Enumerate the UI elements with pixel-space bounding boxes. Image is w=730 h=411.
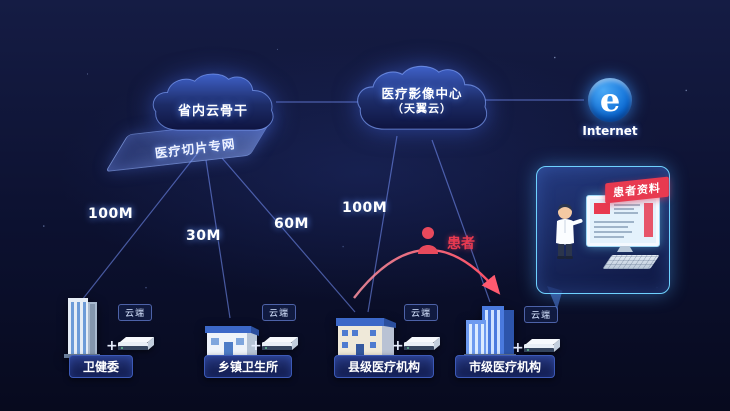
doctor-icon — [556, 204, 583, 259]
site-township-clinic: + 云端 乡镇卫生所 — [183, 296, 313, 378]
cloud-shape — [152, 73, 274, 131]
site-label-township: 乡镇卫生所 — [203, 355, 293, 378]
link-plane-weijianwei — [81, 149, 201, 301]
router-icon — [262, 337, 298, 350]
monitor-stand — [617, 246, 633, 252]
cloud-terminal-tag: 云端 — [404, 304, 439, 321]
cloud-imaging-center: 医疗影像中心 （天翼云） — [352, 64, 492, 138]
bandwidth-label-30m-township: 30M — [186, 228, 221, 244]
internet-e-glyph: e — [599, 81, 621, 119]
link-cloud2-county — [367, 135, 398, 313]
link-plane-county — [221, 157, 356, 313]
link-cloud2-city — [431, 139, 491, 303]
router-icon — [118, 337, 154, 350]
screen-red-block — [594, 203, 610, 214]
screen-text-line — [614, 204, 640, 206]
link-plane-township — [205, 159, 231, 319]
building-icon-county — [336, 318, 396, 356]
monitor-screen — [590, 199, 656, 243]
building-icon-township — [205, 326, 259, 356]
screen-text-line — [594, 231, 632, 233]
bandwidth-label-100m-city: 100M — [342, 200, 388, 216]
plus-sign: + — [392, 338, 404, 354]
cloud-terminal-tag: 云端 — [524, 306, 559, 323]
screen-text-line — [614, 208, 634, 210]
site-weijianwei: + 云端 卫健委 — [36, 296, 166, 378]
patient-label: 患者 — [447, 236, 475, 252]
imaging-label-line1: 医疗影像中心 — [381, 86, 463, 101]
cloud-shape — [357, 65, 488, 130]
cloud-provincial-backbone: 省内云骨干 — [148, 72, 278, 138]
patient-data-popup: 患者资料 — [536, 166, 670, 294]
site-county-hospital: + 云端 县级医疗机构 — [318, 296, 450, 378]
screen-text-line — [614, 212, 638, 214]
bandwidth-label-100m-weijianwei: 100M — [88, 206, 134, 222]
screen-text-line — [594, 236, 624, 238]
site-label-county: 县级医疗机构 — [333, 355, 435, 378]
site-city-hospital: + 云端 市级医疗机构 — [440, 296, 570, 378]
bandwidth-label-60m-county: 60M — [274, 216, 309, 232]
cloud-terminal-tag: 云端 — [118, 304, 153, 321]
screen-red-sidebar — [644, 203, 653, 237]
screen-text-line — [594, 221, 634, 223]
plus-sign: + — [106, 338, 118, 354]
building-icon-city — [464, 306, 516, 358]
imaging-label-line2: （天翼云） — [392, 102, 452, 116]
plus-sign: + — [250, 338, 262, 354]
plus-sign: + — [512, 340, 524, 356]
cloud-imaging-label: 医疗影像中心 （天翼云） — [352, 64, 492, 117]
site-label-weijianwei: 卫健委 — [68, 355, 134, 378]
monitor-icon — [586, 195, 660, 247]
internet-label: Internet — [582, 124, 638, 138]
building-icon-weijianwei — [64, 298, 100, 358]
site-label-city: 市级医疗机构 — [454, 355, 556, 378]
cloud-provincial-label: 省内云骨干 — [177, 104, 248, 119]
internet-icon: e — [588, 78, 632, 122]
router-icon — [524, 339, 560, 352]
router-icon — [404, 337, 440, 350]
patient-icon — [416, 226, 440, 258]
cloud-terminal-tag: 云端 — [262, 304, 297, 321]
keyboard-icon — [602, 255, 660, 269]
screen-text-line — [594, 226, 628, 228]
